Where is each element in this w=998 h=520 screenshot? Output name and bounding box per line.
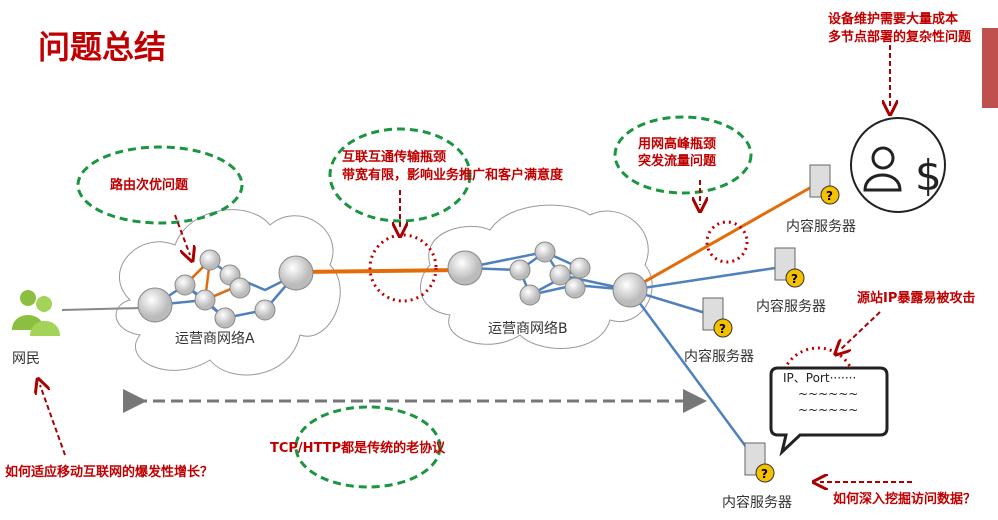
page-title: 问题总结 [38, 28, 167, 66]
callout-interconnect-2: 带宽有限，影响业务推广和客户满意度 [342, 168, 564, 183]
network-b-label: 运营商网络B [488, 321, 568, 337]
server-icons: ? ? ? ? [702, 164, 840, 483]
bubble-line-ip-port: IP、Port······· [783, 371, 857, 385]
bubble-text: IP、Port······· ~~~~~~ ~~~~~~ [783, 370, 858, 418]
server-label: 内容服务器 [684, 349, 754, 365]
callout-data: 如何深入挖掘访问数据？ [833, 492, 977, 507]
side-accent-bar [982, 28, 998, 108]
callout-ip: 源站IP暴露易被攻击 [857, 291, 976, 306]
user-icon [12, 290, 60, 336]
callout-interconnect-1: 互联互通传输瓶颈 [342, 150, 447, 165]
svg-text:?: ? [826, 189, 833, 203]
bubble-line: ~~~~~~ [798, 387, 859, 401]
callout-peak-1: 用网高峰瓶颈 [638, 137, 717, 152]
svg-text:?: ? [791, 272, 798, 286]
callout-protocol: TCP/HTTP都是传统的老协议 [270, 441, 446, 456]
cloud-network-b [419, 204, 653, 349]
cost-person-dollar-icon: $ [850, 117, 946, 213]
bubble-line: ~~~~~~ [798, 403, 859, 417]
network-a-label: 运营商网络A [175, 331, 255, 347]
server-label: 内容服务器 [722, 495, 792, 511]
callout-cost-1: 设备维护需要大量成本 [828, 12, 959, 27]
router-icons [137, 241, 648, 329]
svg-text:?: ? [761, 467, 768, 481]
callout-cost-2: 多节点部署的复杂性问题 [828, 30, 972, 45]
server-label: 内容服务器 [786, 219, 856, 235]
callout-routing: 路由次优问题 [110, 178, 189, 193]
user-label: 网民 [12, 351, 40, 367]
svg-text:?: ? [719, 322, 726, 336]
svg-text:$: $ [915, 151, 942, 200]
callout-mobile: 如何适应移动互联网的爆发性增长？ [5, 465, 214, 480]
callout-peak-2: 突发流量问题 [638, 154, 717, 169]
cloud-network-a [115, 209, 341, 376]
server-label: 内容服务器 [756, 299, 826, 315]
speech-bubble [769, 366, 889, 457]
